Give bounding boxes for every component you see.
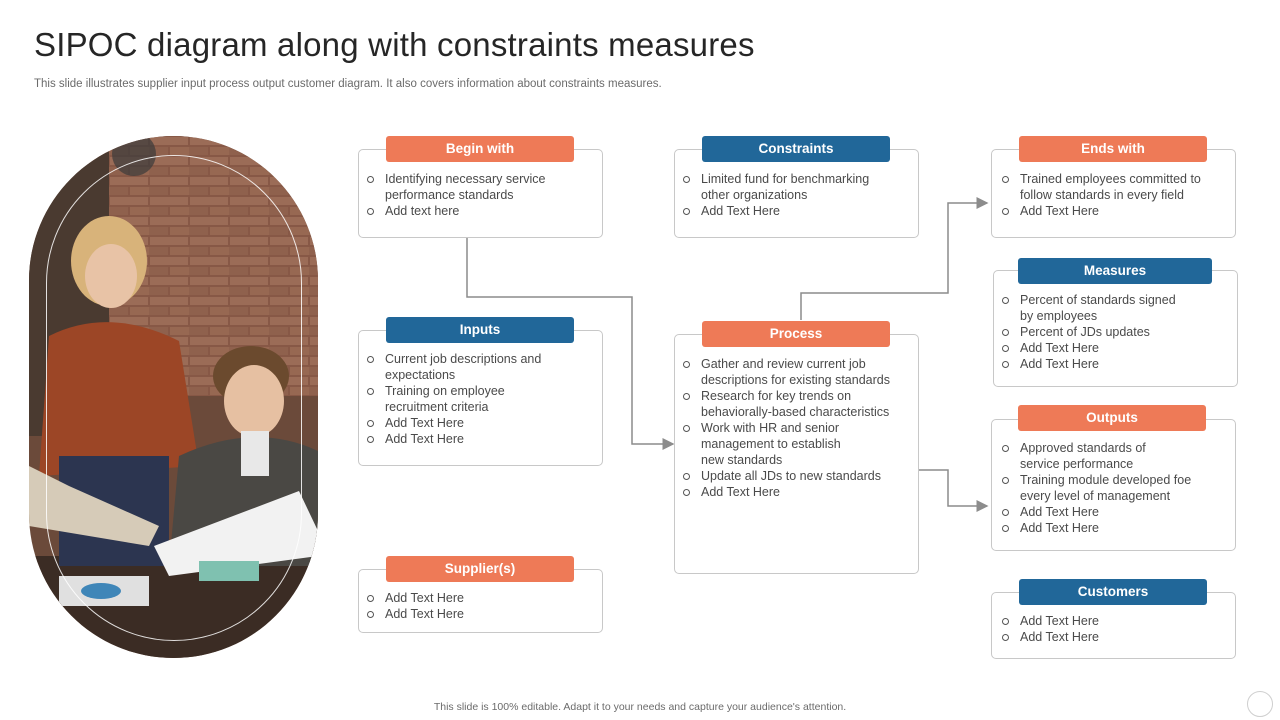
customers-header: Customers xyxy=(1019,579,1207,605)
list-item: Add Text Here xyxy=(1002,629,1217,645)
process-header: Process xyxy=(702,321,890,347)
list-item: Add Text Here xyxy=(683,203,898,219)
list-item: Approved standards of service performanc… xyxy=(1002,440,1207,472)
process-list: Gather and review current job descriptio… xyxy=(683,356,905,500)
begin-with-header: Begin with xyxy=(386,136,574,162)
list-item: Add Text Here xyxy=(683,484,905,500)
customers-list: Add Text Here Add Text Here xyxy=(1002,613,1217,645)
list-item: Add text here xyxy=(367,203,582,219)
page-title: SIPOC diagram along with constraints mea… xyxy=(34,26,755,63)
ends-with-box xyxy=(991,149,1236,238)
measures-header: Measures xyxy=(1018,258,1212,284)
measures-box xyxy=(993,270,1238,387)
list-item: Add Text Here xyxy=(1002,613,1217,629)
list-item: Add Text Here xyxy=(367,590,582,606)
list-item: Add Text Here xyxy=(367,606,582,622)
suppliers-header: Supplier(s) xyxy=(386,556,574,582)
list-item: Add Text Here xyxy=(1002,203,1220,219)
list-item: Current job descriptions and expectation… xyxy=(367,351,542,383)
list-item: Add Text Here xyxy=(1002,520,1207,536)
list-item: Add Text Here xyxy=(1002,340,1177,356)
inputs-list: Current job descriptions and expectation… xyxy=(367,351,542,447)
inputs-header: Inputs xyxy=(386,317,574,343)
list-item: Research for key trends on behaviorally-… xyxy=(683,388,905,420)
list-item: Identifying necessary service performanc… xyxy=(367,171,582,203)
list-item: Training on employee recruitment criteri… xyxy=(367,383,542,415)
measures-list: Percent of standards signed by employees… xyxy=(1002,292,1177,372)
constraints-header: Constraints xyxy=(702,136,890,162)
list-item: Update all JDs to new standards xyxy=(683,468,905,484)
suppliers-list: Add Text Here Add Text Here xyxy=(367,590,582,622)
list-item: Gather and review current job descriptio… xyxy=(683,356,905,388)
list-item: Percent of JDs updates xyxy=(1002,324,1177,340)
list-item: Percent of standards signed by employees xyxy=(1002,292,1177,324)
outputs-box xyxy=(991,419,1236,551)
list-item: Limited fund for benchmarking other orga… xyxy=(683,171,898,203)
outputs-list: Approved standards of service performanc… xyxy=(1002,440,1207,536)
inputs-box xyxy=(358,330,603,466)
list-item: Work with HR and senior management to es… xyxy=(683,420,905,468)
constraints-list: Limited fund for benchmarking other orga… xyxy=(683,171,898,219)
list-item: Add Text Here xyxy=(1002,504,1207,520)
process-box xyxy=(674,334,919,574)
ends-with-header: Ends with xyxy=(1019,136,1207,162)
list-item: Add Text Here xyxy=(367,415,542,431)
outputs-header: Outputs xyxy=(1018,405,1206,431)
corner-circle-icon xyxy=(1247,691,1273,717)
list-item: Training module developed foe every leve… xyxy=(1002,472,1207,504)
list-item: Add Text Here xyxy=(1002,356,1177,372)
page-subtitle: This slide illustrates supplier input pr… xyxy=(34,78,662,90)
list-item: Add Text Here xyxy=(367,431,542,447)
begin-with-list: Identifying necessary service performanc… xyxy=(367,171,582,219)
list-item: Trained employees committed to follow st… xyxy=(1002,171,1220,203)
footer-note: This slide is 100% editable. Adapt it to… xyxy=(433,701,847,713)
ends-with-list: Trained employees committed to follow st… xyxy=(1002,171,1220,219)
team-photo xyxy=(29,136,318,658)
